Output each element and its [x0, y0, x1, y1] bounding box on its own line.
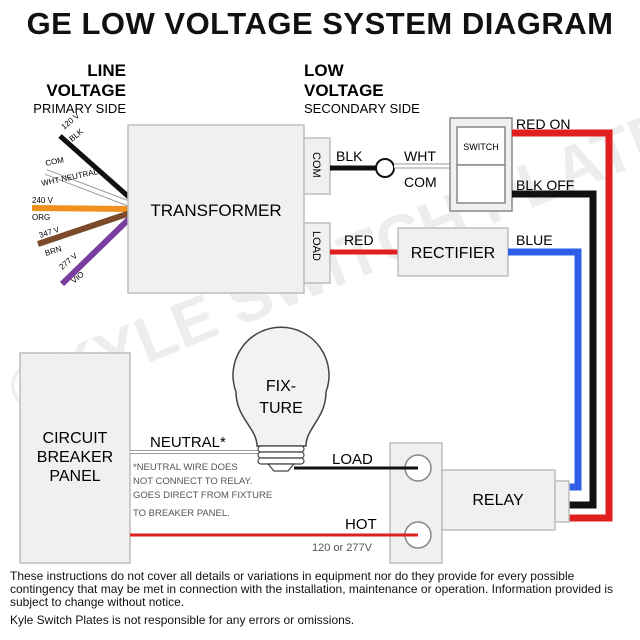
panel-label-2: BREAKER [37, 449, 113, 466]
wire-connector [375, 158, 395, 178]
low-voltage-heading-1: LOW [304, 61, 345, 80]
low-voltage-sub: SECONDARY SIDE [304, 101, 420, 116]
com-terminal-label: COM [310, 152, 322, 178]
primary-wires [31, 134, 133, 287]
neutral-label: NEUTRAL* [150, 434, 226, 451]
com-terminal [303, 137, 331, 195]
blk-off-wire [512, 190, 597, 509]
load-terminal-label: LOAD [310, 231, 322, 261]
panel-label-1: CIRCUIT [43, 430, 108, 447]
wire-sub-org: ORG [32, 213, 50, 222]
wire-sub-blk: BLK [68, 126, 86, 143]
footer-responsibility: Kyle Switch Plates is not responsible fo… [10, 613, 355, 627]
relay-lead-block [554, 480, 570, 523]
wire-label-240v: 240 V [32, 196, 54, 205]
fixture-label-2: TURE [259, 400, 303, 417]
neutral-note-3: GOES DIRECT FROM FIXTURE [133, 490, 272, 501]
hot-wire-label: HOT [345, 516, 377, 533]
red-wire-label: RED [344, 232, 374, 248]
line-voltage-heading-2: VOLTAGE [46, 81, 126, 100]
rectifier-label: RECTIFIER [411, 245, 495, 262]
neutral-note-1: *NEUTRAL WIRE DOES [133, 462, 238, 473]
diagram-title: GE LOW VOLTAGE SYSTEM DIAGRAM [26, 6, 614, 41]
red-on-label: RED ON [516, 116, 570, 132]
transformer-label: TRANSFORMER [150, 201, 281, 220]
circuit-breaker-panel [19, 352, 131, 564]
relay-label: RELAY [472, 492, 524, 509]
red-on-wire [512, 129, 613, 522]
rectifier-box [397, 227, 509, 277]
load-wire-label: LOAD [332, 451, 373, 468]
footer-disclaimer: These instructions do not cover all deta… [10, 569, 614, 609]
low-voltage-heading-2: VOLTAGE [304, 81, 384, 100]
panel-label-3: PANEL [49, 468, 100, 485]
fixture-bulb [232, 326, 330, 472]
line-voltage-heading-1: LINE [87, 61, 126, 80]
wire-sub-brn: BRN [44, 244, 63, 258]
wht-wire-label: WHT [404, 148, 436, 164]
blk-wire-label: BLK [336, 148, 363, 164]
neutral-note-4: TO BREAKER PANEL. [133, 508, 230, 519]
blk-off-label: BLK OFF [516, 177, 574, 193]
line-voltage-sub: PRIMARY SIDE [33, 101, 126, 116]
blue-wire [508, 248, 582, 491]
wire-label-com: COM [45, 155, 65, 168]
com-wire-label: COM [404, 174, 437, 190]
switch-label: SWITCH [463, 142, 499, 152]
transformer-box [127, 124, 305, 294]
fixture-label-1: FIX- [266, 378, 296, 395]
blue-wire-label: BLUE [516, 232, 553, 248]
switch-rocker-bottom[interactable] [456, 164, 506, 204]
hot-voltage-label: 120 or 277V [312, 542, 373, 554]
neutral-note-2: NOT CONNECT TO RELAY. [133, 476, 252, 487]
